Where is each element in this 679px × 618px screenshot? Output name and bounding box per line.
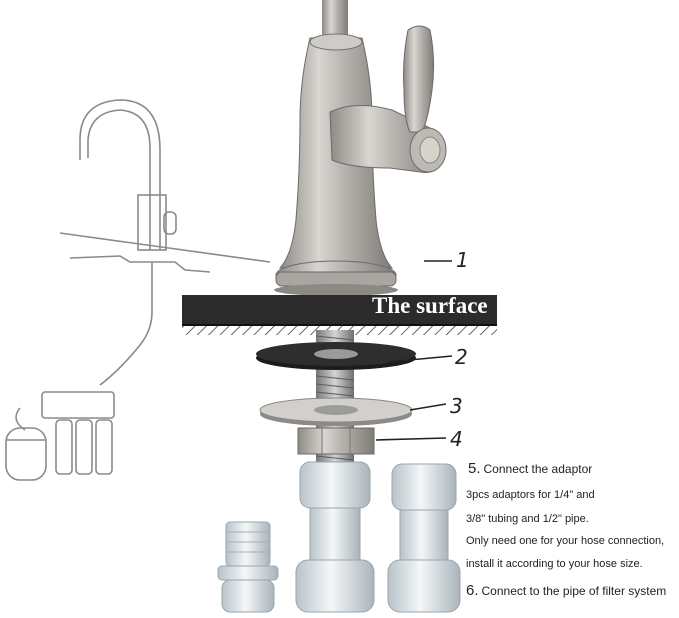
sketch-ro-system <box>5 391 115 481</box>
callout-3: 3 <box>450 394 463 418</box>
step-5-text: Connect the adaptor <box>483 462 593 476</box>
installation-sketch <box>5 99 271 481</box>
adaptor-center <box>295 461 375 613</box>
rubber-washer <box>256 342 416 370</box>
adaptor-right <box>387 463 461 613</box>
note-line-2: 3/8" tubing and 1/2" pipe. <box>466 513 589 525</box>
callout-leader-3 <box>409 403 447 411</box>
sketch-counter-cut <box>69 255 211 273</box>
step-6-number: 6. <box>466 582 479 599</box>
surface-label: The surface <box>372 293 488 318</box>
sketch-hose-loop <box>15 407 26 431</box>
callout-leaders <box>375 260 453 441</box>
note-line-1: 3pcs adaptors for 1/4" and <box>466 489 595 501</box>
callout-2: 2 <box>455 345 468 369</box>
step-6-text: Connect to the pipe of filter system <box>481 584 667 598</box>
sketch-faucet-spout-outer <box>79 99 161 250</box>
hex-nut <box>297 427 375 455</box>
sketch-faucet-body <box>137 194 167 251</box>
metal-plate <box>259 397 413 426</box>
callout-leader-4 <box>375 437 447 441</box>
sketch-hose <box>99 262 153 386</box>
callout-4: 4 <box>450 427 463 451</box>
callout-leader-2 <box>387 355 453 363</box>
step-5: 5.Connect the adaptor <box>468 460 592 477</box>
note-line-4: install it according to your hose size. <box>466 558 643 570</box>
faucet-handle <box>329 25 447 173</box>
sketch-faucet-handle <box>163 211 177 235</box>
callout-1: 1 <box>456 248 469 272</box>
faucet-stem-top <box>322 0 348 40</box>
sketch-counter-line <box>59 232 271 263</box>
step-6: 6.Connect to the pipe of filter system <box>466 582 666 599</box>
sketch-faucet-spout <box>87 109 151 250</box>
note-line-3: Only need one for your hose connection, <box>466 535 665 547</box>
step-5-number: 5. <box>468 460 481 477</box>
adaptor-threaded <box>217 521 279 613</box>
